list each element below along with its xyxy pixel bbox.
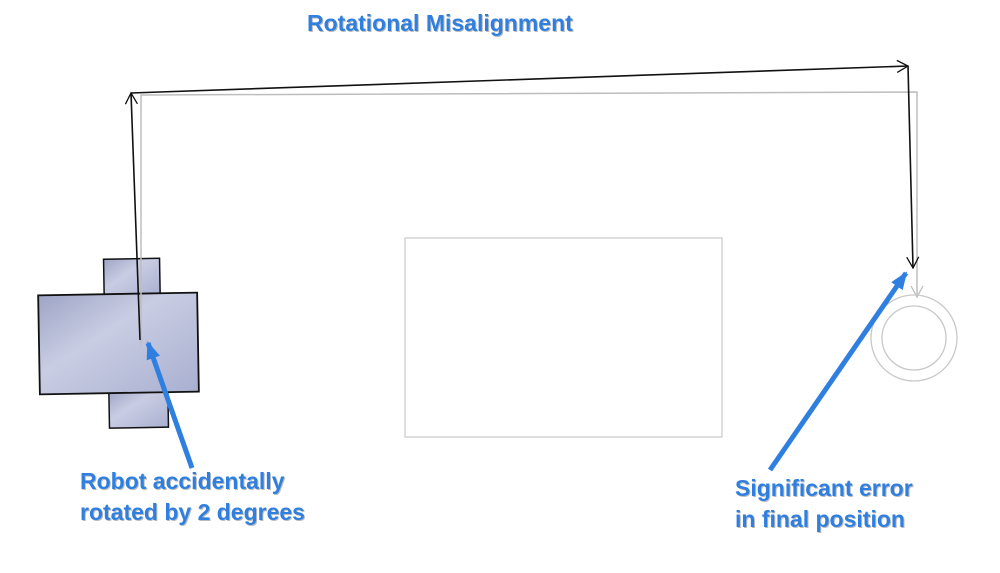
actual-path — [124, 59, 920, 341]
obstacle-rectangle — [404, 237, 723, 438]
error-label-line1: Significant error — [735, 475, 913, 501]
target-circle — [870, 294, 958, 382]
error-pointer-arrow — [767, 271, 909, 472]
robot-label-line1: Robot accidentally — [80, 468, 285, 494]
intended-path — [140, 91, 924, 345]
robot-label: Robot accidentally rotated by 2 degrees — [80, 466, 305, 528]
error-label-line2: in final position — [735, 506, 905, 532]
robot-label-line2: rotated by 2 degrees — [80, 499, 305, 525]
robot-pointer-arrow — [145, 341, 195, 469]
robot — [37, 257, 200, 429]
error-label: Significant error in final position — [735, 473, 913, 535]
diagram-title: Rotational Misalignment — [307, 10, 573, 36]
